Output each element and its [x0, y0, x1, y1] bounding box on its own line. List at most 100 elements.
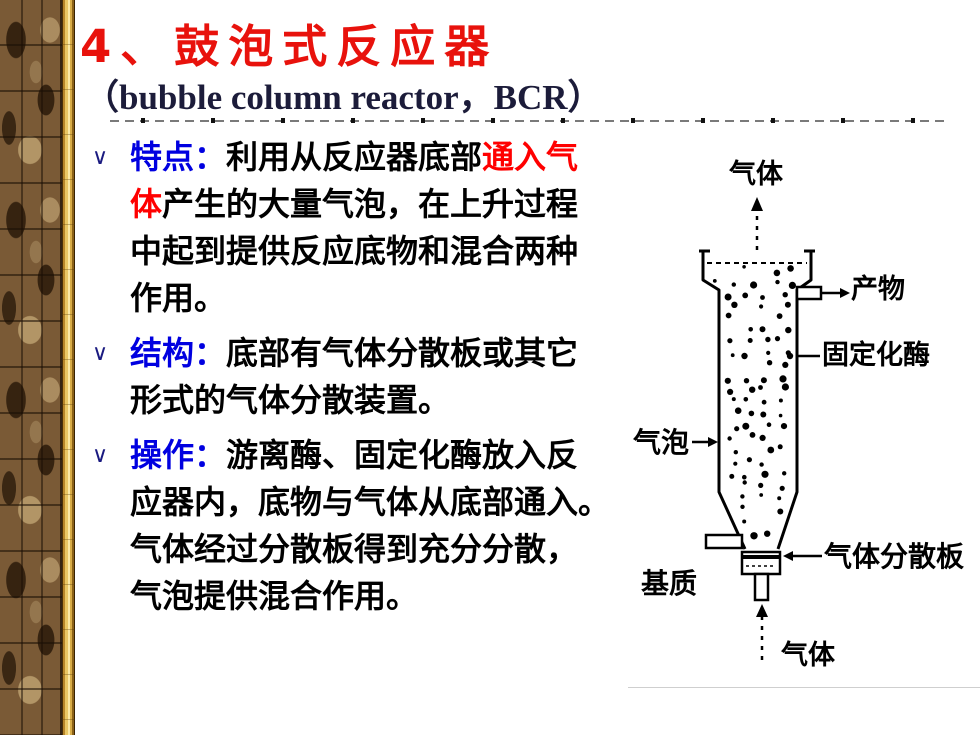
label-product: 产物 [851, 274, 905, 305]
particle-dot [775, 279, 780, 285]
particle-dot [777, 496, 782, 501]
particle-dot [727, 338, 733, 344]
particle-dot [788, 281, 797, 289]
particle-dot [734, 426, 740, 432]
bullet-emphasis: 通入气 [482, 138, 579, 176]
particle-dot [761, 470, 769, 478]
particle-dot [741, 352, 748, 360]
bullet-text: 中起到提供反应底物和混合两种 [130, 232, 579, 270]
particle-dot [749, 386, 756, 393]
decorative-gold-bar [62, 0, 75, 735]
bullet-features: ∨ 特点：利用从反应器底部通入气 体产生的大量气泡，在上升过程 中起到提供反应底… [90, 134, 610, 322]
decorative-side-strip [0, 0, 62, 735]
particle-dot [766, 350, 771, 355]
particle-dot [765, 336, 771, 343]
particle-dot [777, 508, 784, 515]
bullet-line: 作用。 [130, 275, 610, 322]
particle-dot [746, 457, 753, 463]
gas-inlet-pipe [753, 572, 770, 602]
vessel-left-wall [701, 250, 747, 550]
particle-dot [764, 530, 771, 537]
slide-title: 4、鼓泡式反应器 [80, 20, 499, 73]
particle-dot [748, 327, 753, 332]
bullet-line: 应器内，底物与气体从底部通入。 [130, 479, 610, 526]
particle-dot [767, 446, 775, 454]
particle-dot [750, 281, 758, 289]
particle-dot [743, 397, 749, 402]
particle-dot [760, 411, 767, 418]
particle-dot [730, 353, 735, 358]
particle-dot [774, 336, 781, 342]
particle-dot [782, 471, 787, 476]
label-substrate: 基质 [641, 567, 698, 600]
particle-dot [759, 434, 766, 441]
bullet-text: 气体经过分散板得到充分分散， [130, 530, 579, 568]
label-gas-outlet: 气体 [729, 159, 783, 190]
bullet-line: 结构：底部有气体分散板或其它 [130, 330, 610, 377]
bullet-text: 作用。 [130, 279, 227, 317]
gas-inlet-arrow [756, 604, 768, 664]
particle-dot [781, 383, 790, 391]
particle-dot [742, 292, 749, 299]
particle-dot [733, 450, 738, 455]
label-gas-inlet: 气体 [781, 640, 835, 671]
bullet-text: 利用从反应器底部 [226, 138, 483, 176]
particle-dot [787, 265, 794, 272]
particle-dot [760, 377, 767, 384]
bullet-line: 气体经过分散板得到充分分散， [130, 526, 610, 573]
arrow-right-icon [840, 288, 850, 298]
bullet-line: 中起到提供反应底物和混合两种 [130, 228, 610, 275]
particle-dot [779, 485, 785, 491]
particle-dot [779, 375, 787, 383]
particle-dot [747, 338, 753, 343]
bullet-marker: ∨ [92, 341, 109, 366]
enzyme-pointer-dot [786, 352, 794, 360]
label-bubbles: 气泡 [633, 426, 690, 459]
particle-dot [742, 422, 750, 430]
bullet-label: 操作： [130, 436, 227, 474]
particle-dot [759, 326, 766, 333]
substrate-inlet-pipe [704, 533, 744, 550]
particle-dot [743, 378, 750, 384]
particle-dot [784, 301, 791, 308]
bullet-label: 特点： [130, 138, 227, 176]
arrow-up-icon [751, 197, 763, 211]
particle-dot [760, 295, 765, 300]
reactor-diagram [692, 197, 850, 664]
particle-dot [727, 388, 734, 395]
particle-dot [727, 436, 732, 441]
bullet-text: 底部有气体分散板或其它 [226, 334, 579, 372]
particle-dot [748, 410, 755, 417]
bullet-line: 气泡提供混合作用。 [130, 573, 610, 620]
bullet-operation: ∨ 操作：游离酶、固定化酶放入反 应器内，底物与气体从底部通入。 气体经过分散板… [90, 432, 610, 620]
particle-dot [780, 423, 788, 430]
particle-dot [740, 504, 745, 509]
particle-dot [742, 519, 747, 524]
arrow-up-icon [756, 604, 768, 617]
bullet-line: 操作：游离酶、固定化酶放入反 [130, 432, 610, 479]
particle-dot [742, 480, 747, 485]
bubble-pointer [692, 437, 718, 447]
title-divider [110, 118, 945, 123]
bullet-structure: ∨ 结构：底部有气体分散板或其它 形式的气体分散装置。 [90, 330, 610, 424]
particle-dot [731, 282, 736, 287]
particle-dot [778, 413, 783, 418]
particle-dot [782, 292, 788, 298]
particle-dot [785, 326, 792, 334]
particle-dot [742, 474, 747, 480]
particle-dot [731, 301, 738, 308]
product-outlet [795, 285, 850, 301]
particle-dot [766, 360, 773, 366]
slide-subtitle: （bubble column reactor，BCR） [84, 78, 603, 117]
particles [712, 265, 797, 540]
particle-dot [724, 293, 732, 301]
particle-dot [729, 473, 735, 479]
bullet-marker: ∨ [92, 145, 109, 170]
particle-dot [761, 399, 767, 405]
particle-dot [759, 462, 764, 467]
bullet-text: 形式的气体分散装置。 [130, 381, 451, 419]
bullet-text: 气泡提供混合作用。 [130, 577, 419, 615]
particle-dot [776, 313, 783, 319]
bullet-text: 应器内，底物与气体从底部通入。 [130, 483, 611, 521]
